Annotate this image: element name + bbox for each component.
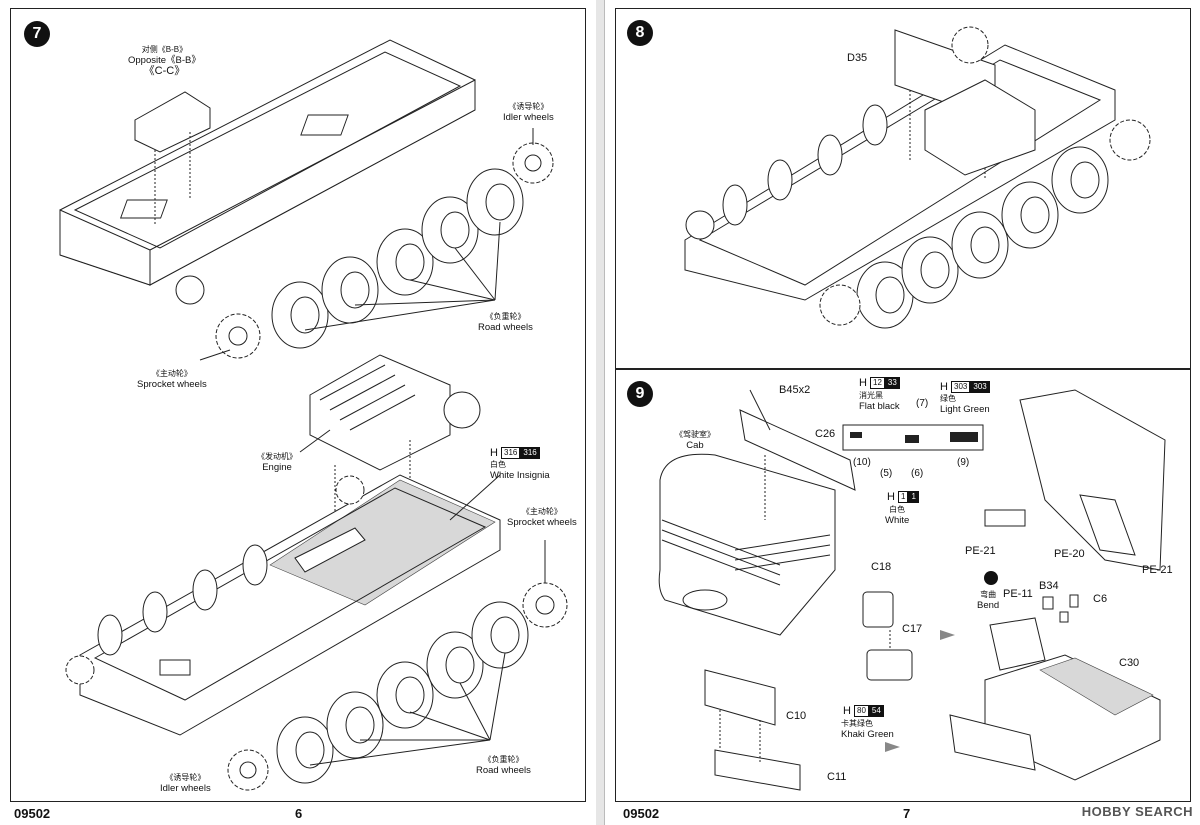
- sprocket-wheels-label-top: 《主动轮》 Sprocket wheels: [137, 369, 207, 390]
- khaki-green-label: 卡其绿色 Khaki Green: [841, 719, 894, 740]
- part-c6: C6: [1093, 593, 1108, 605]
- engine-label: 《发动机》 Engine: [257, 452, 297, 473]
- part-c30: C30: [1119, 657, 1140, 669]
- page-number-right: 7: [903, 806, 911, 821]
- opposite-label: 对侧《B-B》 Opposite《B-B》 《C-C》: [128, 45, 201, 77]
- page-gutter: [596, 0, 604, 825]
- part-c11: C11: [827, 771, 847, 783]
- product-code-left: 09502: [14, 806, 51, 821]
- step9-frame: [615, 368, 1191, 802]
- part-pe20: PE-20: [1054, 548, 1085, 560]
- part-pe21-right: PE-21: [1142, 564, 1173, 576]
- step9-number: 9: [627, 381, 653, 407]
- callout-7: (7): [916, 398, 929, 409]
- step8-frame: [615, 8, 1191, 370]
- left-instruction-page: 7 对侧《B-B》 O: [0, 0, 597, 825]
- product-code-right: 09502: [623, 806, 660, 821]
- idler-wheels-label-top: 《诱导轮》 Idler wheels: [503, 102, 554, 123]
- part-c18: C18: [871, 561, 892, 573]
- watermark-text: HOBBY SEARCH: [1081, 804, 1193, 819]
- part-b45x2: B45x2: [779, 384, 811, 396]
- part-b34: B34: [1039, 580, 1059, 592]
- step8-number: 8: [627, 20, 653, 46]
- right-instruction-page: 8 9 D35: [604, 0, 1200, 825]
- page-number-left: 6: [295, 806, 303, 821]
- callout-9: (9): [957, 457, 970, 468]
- step7-top-chassis-drawing: [59, 39, 554, 361]
- callout-6: (6): [911, 468, 924, 479]
- part-d35: D35: [847, 52, 868, 64]
- step7-bottom-chassis-drawing: [65, 354, 568, 791]
- step9-cab-assembly-drawing: [658, 389, 1166, 791]
- part-c17: C17: [902, 623, 923, 635]
- part-pe11: PE-11: [1003, 588, 1033, 600]
- cab-label: 《驾驶室》 Cab: [675, 430, 715, 451]
- step7-frame: [10, 8, 586, 802]
- sprocket-wheels-label-bottom: 《主动轮》 Sprocket wheels: [507, 507, 577, 528]
- road-wheels-label-bottom: 《负重轮》 Road wheels: [476, 755, 531, 776]
- part-c10: C10: [786, 710, 807, 722]
- white-label: 白色 White: [885, 505, 910, 526]
- part-c26: C26: [815, 428, 836, 440]
- light-green-label: 绿色 Light Green: [940, 394, 990, 415]
- step8-chassis-drawing: [684, 26, 1151, 329]
- idler-wheels-label-bottom: 《诱导轮》 Idler wheels: [160, 773, 211, 794]
- flat-black-label: 消光黑 Flat black: [859, 391, 900, 412]
- white-insignia-label: 白色 White Insignia: [490, 460, 550, 481]
- callout-5: (5): [880, 468, 893, 479]
- road-wheels-label-top: 《负重轮》 Road wheels: [478, 312, 533, 333]
- callout-10: (10): [853, 457, 871, 468]
- part-pe21-left: PE-21: [965, 545, 996, 557]
- bend-label: 弯曲 Bend: [977, 590, 1000, 611]
- step7-number: 7: [24, 21, 50, 47]
